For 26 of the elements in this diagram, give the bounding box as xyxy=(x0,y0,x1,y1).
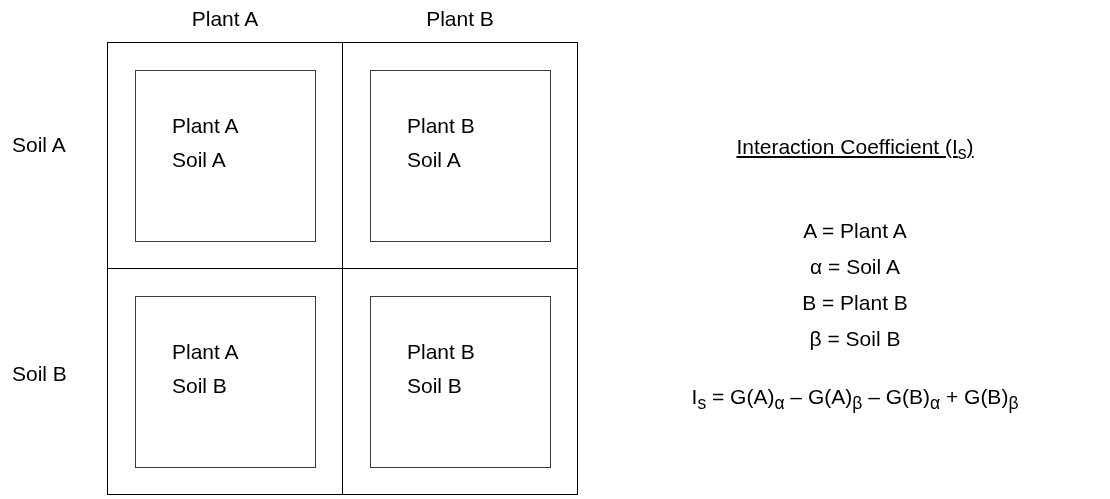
row-header: Soil B xyxy=(12,361,67,387)
grid-cell xyxy=(107,42,343,269)
key-heading: Interaction Coefficient (I$_{s}$) xyxy=(736,134,974,166)
plant-label: Plant A xyxy=(172,113,239,139)
key-entry: β = Soil B xyxy=(809,326,901,352)
plant-label: Plant A xyxy=(172,339,239,365)
treatment-box xyxy=(370,70,551,242)
column-header: Plant B xyxy=(426,6,494,32)
grid-cell xyxy=(342,268,578,495)
plant-label: Plant B xyxy=(407,339,475,365)
key-entry: B = Plant B xyxy=(802,290,908,316)
key-entry: A = Plant A xyxy=(803,218,907,244)
grid-cell xyxy=(342,42,578,269)
treatment-box xyxy=(135,296,316,468)
soil-label: Soil B xyxy=(407,373,462,399)
soil-label: Soil A xyxy=(172,147,226,173)
column-header: Plant A xyxy=(191,6,259,32)
formula: I$_{s}$ = G(A)$_{α}$ – G(A)$_{β}$ – G(B)$_{α}$ + G(B)$_{β}$ xyxy=(691,384,1019,416)
plant-label: Plant B xyxy=(407,113,475,139)
grid-cell xyxy=(107,268,343,495)
soil-label: Soil B xyxy=(172,373,227,399)
treatment-box xyxy=(135,70,316,242)
row-header: Soil A xyxy=(12,132,66,158)
soil-label: Soil A xyxy=(407,147,461,173)
treatment-box xyxy=(370,296,551,468)
key-entry: α = Soil A xyxy=(810,254,900,280)
